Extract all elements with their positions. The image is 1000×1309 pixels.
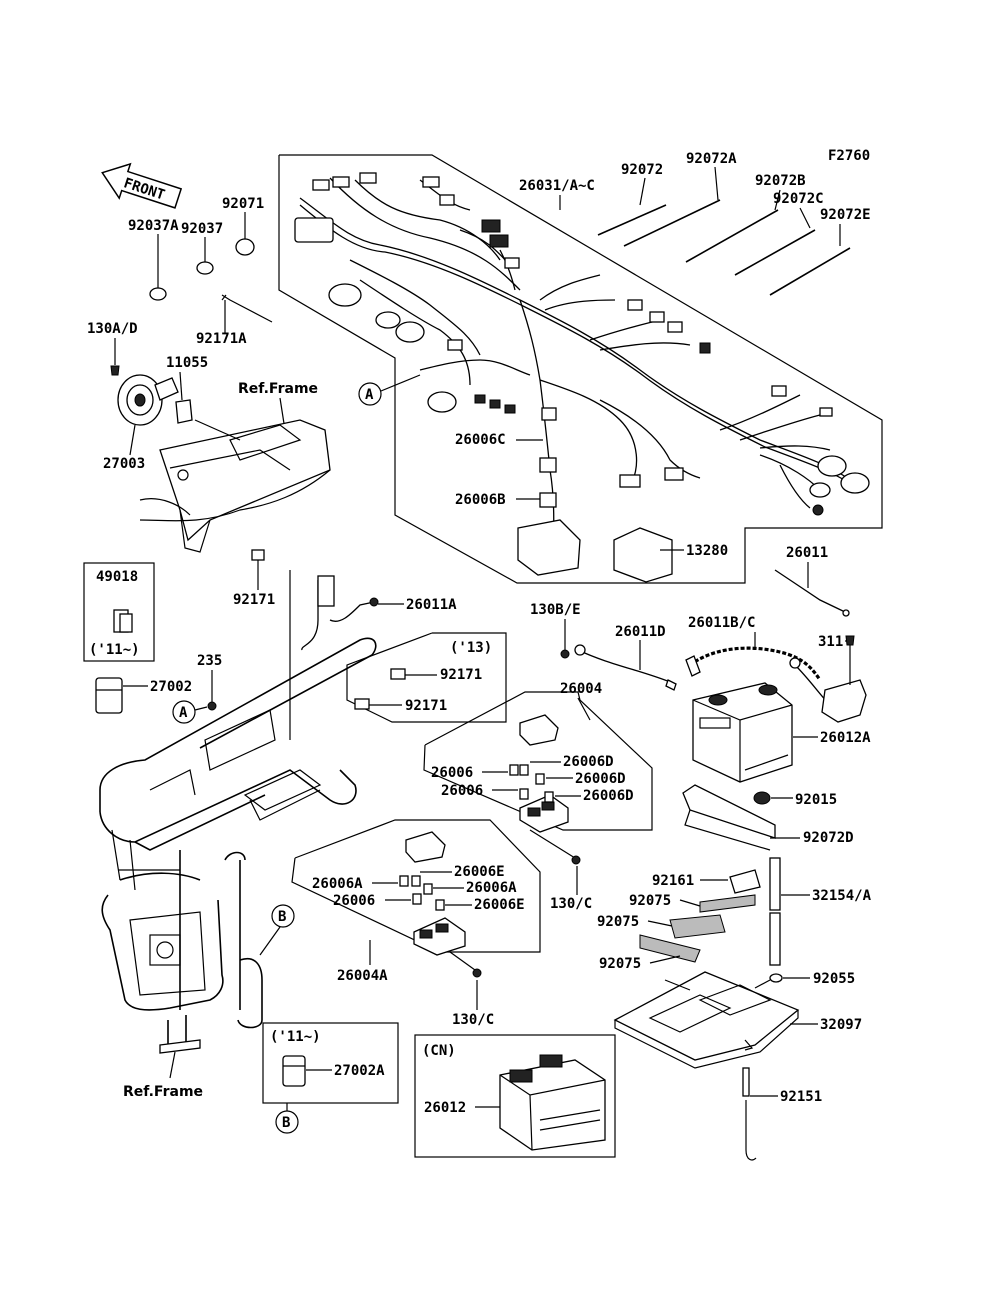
part-26011b-c: 26011B/C <box>688 615 755 631</box>
part-92055: 92055 <box>813 971 855 987</box>
part-92037a: 92037A <box>128 218 179 234</box>
part-26006d-2: 26006D <box>575 771 626 787</box>
part-92075-2: 92075 <box>597 914 639 930</box>
part-92015: 92015 <box>795 792 837 808</box>
part-130-c-1: 130/C <box>550 896 592 912</box>
frame-lower <box>99 637 377 1054</box>
part-92075-1: 92075 <box>629 893 671 909</box>
part-27002a: 27002A <box>334 1063 385 1079</box>
year-note-27002a: ('11~) <box>270 1029 321 1045</box>
part-26011d: 26011D <box>615 624 666 640</box>
part-26006e-2: 26006E <box>474 897 525 913</box>
part-26031-a-c: 26031/A~C <box>519 178 595 194</box>
figure-code: F2760 <box>828 148 870 164</box>
callout-a-top: A <box>365 387 374 403</box>
part-26011a: 26011A <box>406 597 457 613</box>
part-26006e-1: 26006E <box>454 864 505 880</box>
part-92151: 92151 <box>780 1089 822 1105</box>
front-arrow-icon: FRONT <box>101 162 183 209</box>
battery-main <box>692 682 793 783</box>
part-92071: 92071 <box>222 196 264 212</box>
part-92072c: 92072C <box>773 191 824 207</box>
part-92171-13-b: 92171 <box>405 698 447 714</box>
part-92072e: 92072E <box>820 207 871 223</box>
ref-frame-label-top: Ref.Frame <box>238 381 318 397</box>
part-92161: 92161 <box>652 873 694 889</box>
part-26006c: 26006C <box>455 432 506 448</box>
part-92072: 92072 <box>621 162 663 178</box>
callout-b-frame: B <box>278 909 286 925</box>
part-92072d: 92072D <box>803 830 854 846</box>
part-26006d-3: 26006D <box>583 788 634 804</box>
horn <box>117 374 179 426</box>
part-26006a-2: 26006A <box>466 880 517 896</box>
battery-cn <box>499 1054 606 1151</box>
part-27002: 27002 <box>150 679 192 695</box>
part-92037: 92037 <box>181 221 223 237</box>
frame-upper <box>139 419 331 553</box>
part-26006d-1: 26006D <box>563 754 614 770</box>
part-26004: 26004 <box>560 681 602 697</box>
part-26006a-1: 26006A <box>312 876 363 892</box>
part-92072a: 92072A <box>686 151 737 167</box>
part-26012a: 26012A <box>820 730 871 746</box>
part-13280: 13280 <box>686 543 728 559</box>
main-harness-group <box>278 154 883 584</box>
part-26006-fuse-2: 26006 <box>441 783 483 799</box>
callout-b-box: B <box>282 1115 290 1131</box>
part-32097: 32097 <box>820 1017 862 1033</box>
battery-tray <box>613 971 800 1069</box>
part-27003: 27003 <box>103 456 145 472</box>
year-note-13: ('13) <box>450 640 492 656</box>
part-32154-a: 32154/A <box>812 888 872 904</box>
part-26012: 26012 <box>424 1100 466 1116</box>
part-92171-13-a: 92171 <box>440 667 482 683</box>
part-92171-upper: 92171 <box>233 592 275 608</box>
part-130b-e: 130B/E <box>530 602 581 618</box>
part-92171a: 92171A <box>196 331 247 347</box>
part-130-c-2: 130/C <box>452 1012 494 1028</box>
ref-frame-label-bottom: Ref.Frame <box>123 1084 203 1100</box>
part-26006-fuse-3: 26006 <box>333 893 375 909</box>
part-26006-fuse-1: 26006 <box>431 765 473 781</box>
year-note-49018: ('11~) <box>89 642 140 658</box>
part-26011: 26011 <box>786 545 828 561</box>
part-26004a: 26004A <box>337 968 388 984</box>
year-note-cn: (CN) <box>422 1043 456 1059</box>
callout-a-frame: A <box>179 705 188 721</box>
part-11055: 11055 <box>166 355 208 371</box>
part-26006b: 26006B <box>455 492 506 508</box>
part-311: 311 <box>818 634 843 650</box>
part-130a-d: 130A/D <box>87 321 138 337</box>
part-92075-3: 92075 <box>599 956 641 972</box>
part-92072b: 92072B <box>755 173 806 189</box>
part-49018: 49018 <box>96 569 138 585</box>
part-235: 235 <box>197 653 222 669</box>
